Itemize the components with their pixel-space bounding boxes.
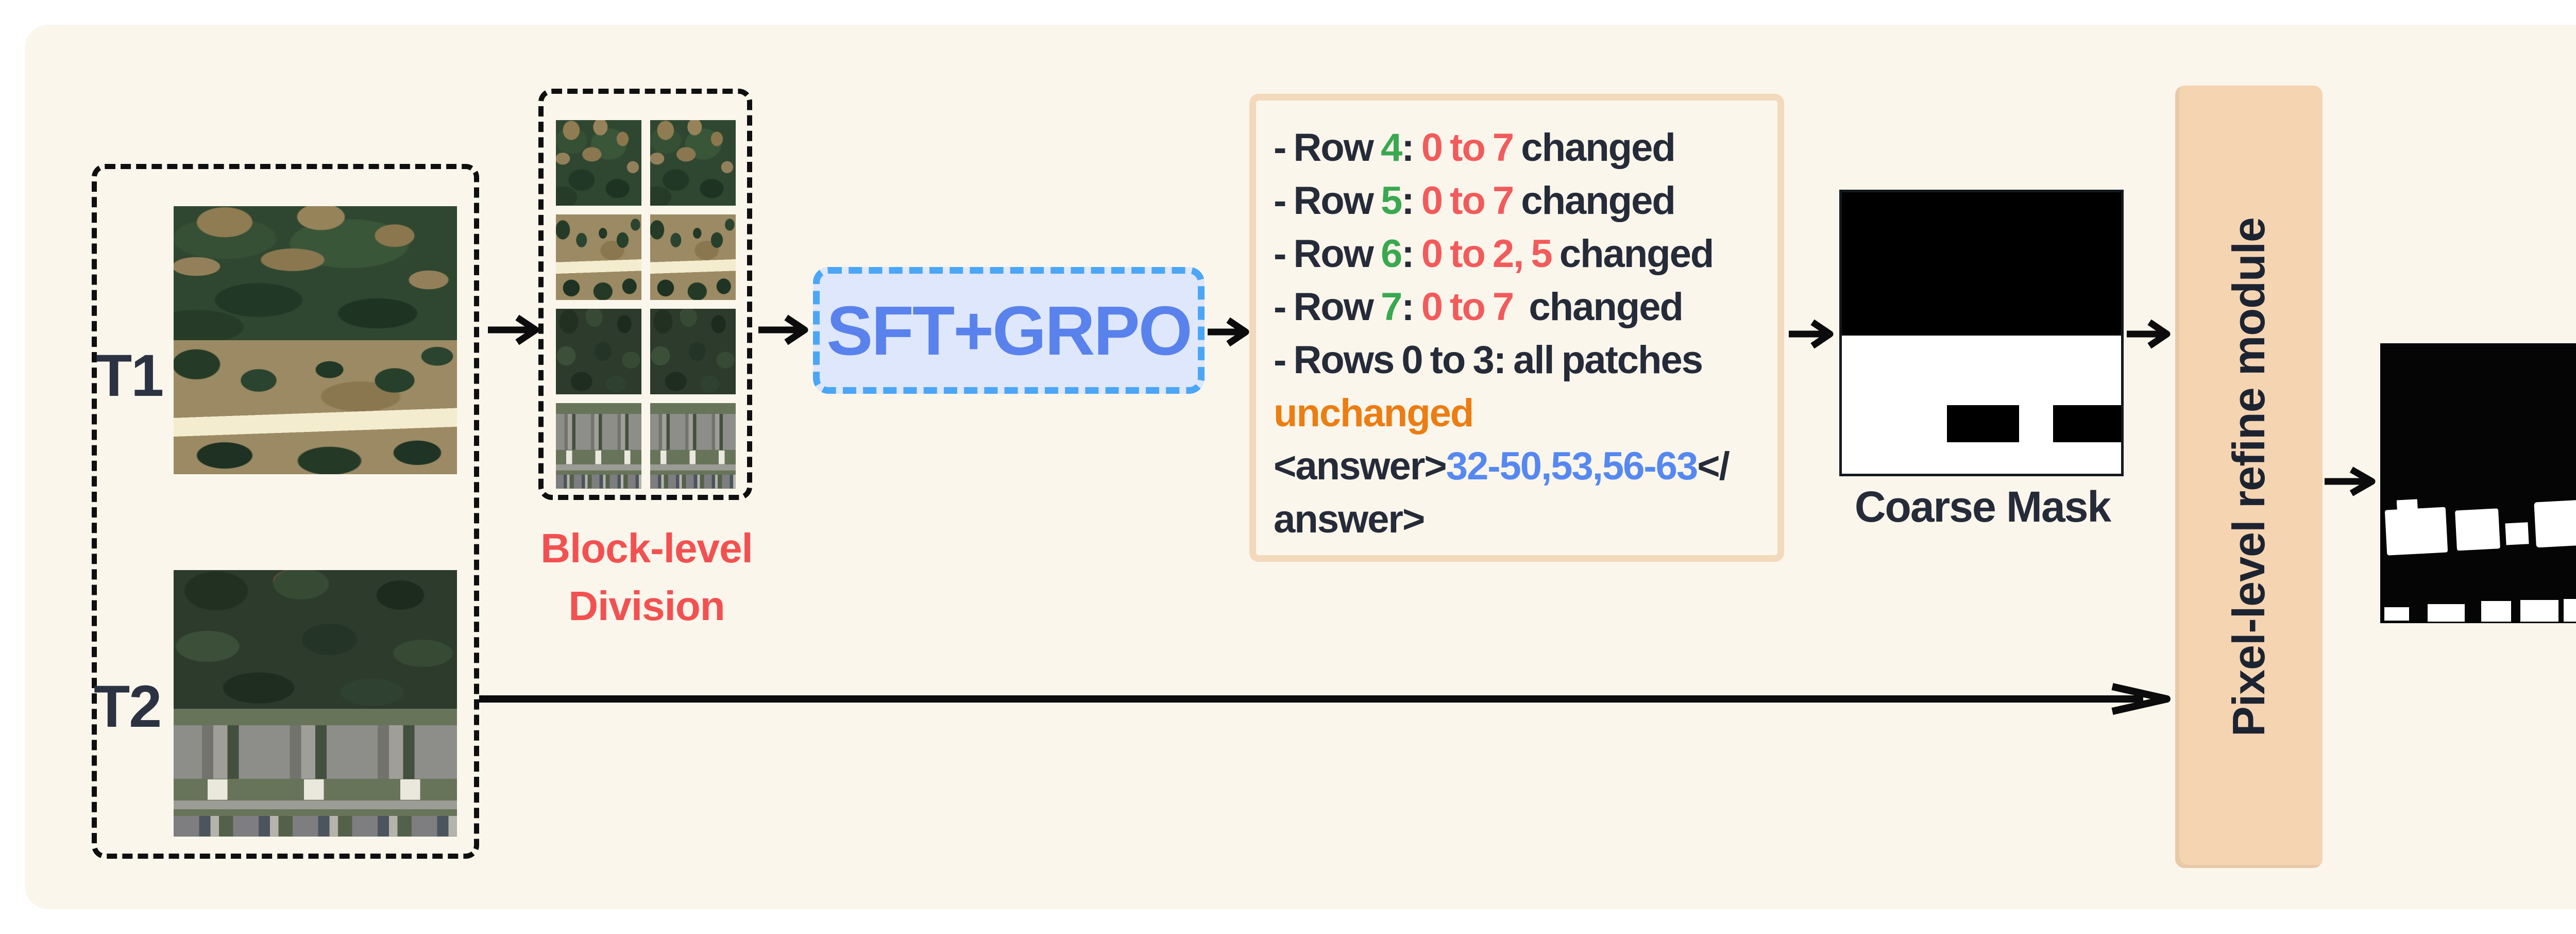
model-output-segment: changed: [1513, 126, 1676, 170]
model-output-segment: 0 to 7: [1421, 179, 1514, 223]
flow-arrow-icon: [1208, 317, 1249, 347]
model-output-segment: :: [1401, 232, 1421, 276]
t2-houses-area: [174, 708, 457, 837]
sft-grpo-label: SFT+GRPO: [826, 291, 1192, 370]
model-output-segment: changed: [1551, 232, 1715, 276]
model-output-line: - Row 6: 0 to 2, 5 changed: [1274, 227, 1767, 280]
t2-forest-area: [174, 570, 457, 709]
model-output-line: - Row 5: 0 to 7 changed: [1274, 174, 1767, 227]
coarse-mask-label: Coarse Mask: [1854, 482, 2111, 531]
block-division-label-line2: Division: [568, 583, 725, 629]
model-output-segment: - Rows 0 to 3: all patches: [1274, 338, 1703, 382]
model-output-segment: 0 to 7: [1421, 126, 1514, 170]
block-division-label: Block-level Division: [513, 520, 781, 635]
model-output-segment: 4: [1380, 126, 1402, 170]
model-output-segment: unchanged: [1274, 391, 1474, 435]
refined-mask-bottom-row: [2384, 599, 2576, 622]
model-output-segment: :: [1401, 179, 1421, 223]
block-tile: [556, 309, 641, 394]
model-output-line: - Row 7: 0 to 7 changed: [1274, 280, 1767, 333]
t2-satellite-image: [174, 570, 457, 837]
model-output-segment: :: [1401, 285, 1421, 329]
refined-mask-image: [2380, 343, 2576, 623]
model-output-segment: answer>: [1274, 497, 1425, 541]
flow-arrow-icon: [2325, 466, 2376, 496]
model-output-segment: changed: [1513, 179, 1676, 223]
coarse-mask-changed-patch: [1947, 405, 2019, 442]
sft-grpo-model-box: SFT+GRPO: [813, 267, 1205, 394]
model-output-segment: </: [1697, 444, 1730, 488]
coarse-mask-changed-region: [1842, 192, 2121, 336]
flow-arrow-icon: [488, 314, 539, 345]
t1-forest-area: [174, 206, 457, 340]
model-output-segment: - Row: [1274, 179, 1381, 223]
refined-mask-building-row: [2384, 499, 2576, 556]
coarse-mask-image: [1839, 190, 2124, 476]
t2-bypass-arrow-icon: [479, 683, 2171, 715]
block-division-dashed-box: [538, 89, 752, 500]
model-output-segment: 5: [1380, 179, 1402, 223]
model-output-text-box: - Row 4: 0 to 7 changed- Row 5: 0 to 7 c…: [1249, 94, 1784, 562]
model-output-segment: 6: [1380, 232, 1402, 276]
model-output-segment: <answer>: [1274, 444, 1447, 488]
t1-label: T1: [96, 343, 164, 409]
input-pair-dashed-box: [92, 164, 479, 859]
model-output-segment: :: [1401, 126, 1421, 170]
model-output-segment: - Row: [1274, 232, 1381, 276]
pixel-level-refine-module-box: Pixel-level refine module: [2175, 86, 2323, 868]
model-output-line: unchanged: [1274, 387, 1767, 440]
block-tile: [556, 214, 641, 300]
block-tile: [650, 403, 736, 489]
block-tile: [650, 214, 736, 300]
model-output-segment: - Row: [1274, 285, 1381, 329]
model-output-segment: 32-50,53,56-63: [1446, 444, 1699, 488]
t1-dirt-road-area: [174, 340, 457, 474]
model-output-line: - Row 4: 0 to 7 changed: [1274, 121, 1767, 174]
pixel-level-refine-module-label: Pixel-level refine module: [2223, 217, 2274, 737]
t1-satellite-image: [174, 206, 457, 474]
model-output-line: - Rows 0 to 3: all patches: [1274, 333, 1767, 387]
block-division-label-line1: Block-level: [540, 525, 753, 571]
model-output-line: answer>: [1274, 493, 1767, 546]
model-output-text: - Row 4: 0 to 7 changed- Row 5: 0 to 7 c…: [1274, 121, 1767, 546]
block-tile: [650, 309, 736, 394]
flow-arrow-icon: [758, 314, 808, 345]
t2-label: T2: [94, 674, 162, 740]
flow-arrow-icon: [2127, 319, 2171, 349]
model-output-segment: 0 to 7: [1421, 285, 1514, 329]
flow-arrow-icon: [1789, 319, 1834, 349]
model-output-segment: - Row: [1274, 126, 1381, 170]
model-output-segment: 0 to 2, 5: [1421, 232, 1553, 276]
model-output-line: <answer>32-50,53,56-63</: [1274, 440, 1767, 493]
model-output-segment: 7: [1380, 285, 1402, 329]
block-tile: [556, 403, 641, 489]
block-tile: [650, 120, 736, 206]
block-tile: [556, 120, 641, 206]
coarse-mask-changed-patch: [2053, 405, 2121, 442]
model-output-segment: changed: [1513, 285, 1684, 329]
